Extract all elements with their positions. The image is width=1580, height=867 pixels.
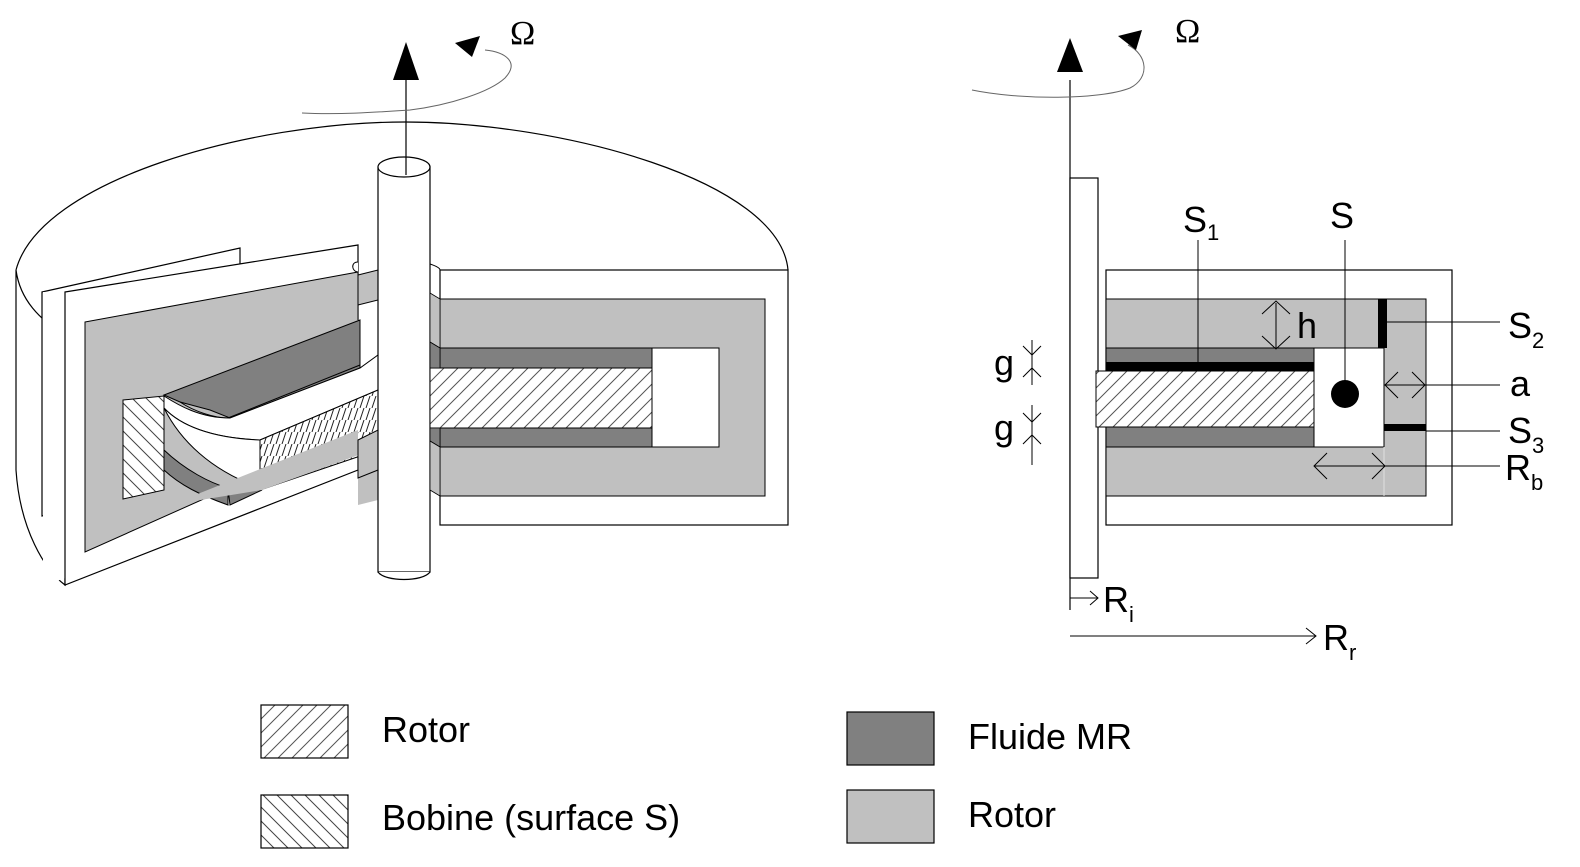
legend-swatch-fill-light: [846, 789, 935, 844]
label-a: a: [1510, 363, 1531, 404]
rotor-disk: [1095, 370, 1315, 428]
legend-item-rotor-light: Rotor: [846, 789, 1056, 844]
axis-arrowhead-right-icon: [1057, 38, 1083, 72]
legend-item-bobine: Bobine (surface S): [260, 794, 680, 849]
left-figure: Ω: [15, 15, 789, 587]
fluid-bottom: [1105, 426, 1315, 448]
left-rotor-light-lower: [170, 430, 378, 505]
axis-arrowhead-icon: [393, 42, 419, 80]
left-right-section: [429, 263, 789, 526]
rotation-arc-right: [971, 44, 1145, 98]
right-figure: Ω h S1 S S2: [971, 13, 1544, 665]
legend-swatch-hatch-forward: [260, 704, 349, 759]
legend-item-fluide: Fluide MR: [846, 711, 1132, 766]
shaft-section: [1069, 177, 1099, 579]
S3-bar: [1384, 424, 1426, 431]
fluid-top: [1105, 347, 1315, 364]
omega-label-right: Ω: [1175, 13, 1200, 50]
label-h: h: [1297, 305, 1317, 346]
omega-label-left: Ω: [510, 15, 535, 52]
label-g-bottom: g: [994, 407, 1014, 448]
legend: Rotor Bobine (surface S) Fluide MR Rotor: [260, 704, 1132, 849]
label-S3: S3: [1508, 410, 1544, 458]
fluid-S1-line: [1106, 362, 1314, 371]
legend-label: Fluide MR: [968, 716, 1132, 757]
shaft-top: [377, 156, 431, 178]
label-S: S: [1330, 195, 1354, 236]
legend-item-rotor-hatch: Rotor: [260, 704, 470, 759]
label-Rr: Rr: [1323, 617, 1356, 665]
rotation-arrowhead-icon: [455, 36, 480, 57]
label-S1: S1: [1183, 199, 1219, 245]
legend-swatch-hatch-backward: [260, 794, 349, 849]
legend-swatch-fill-dark: [846, 711, 935, 766]
cylinder-top-outline: [15, 121, 789, 271]
shaft: [377, 166, 431, 573]
S2-bar: [1378, 299, 1387, 348]
label-Ri: Ri: [1103, 579, 1134, 627]
label-S2: S2: [1508, 305, 1544, 353]
legend-label: Rotor: [968, 794, 1056, 835]
left-coil-section: [122, 395, 165, 500]
label-Rb: Rb: [1505, 447, 1543, 495]
legend-label: Bobine (surface S): [382, 797, 680, 838]
label-g-top: g: [994, 342, 1014, 383]
rotation-arc: [301, 49, 512, 115]
legend-label: Rotor: [382, 709, 470, 750]
rotation-arrowhead-right-icon: [1118, 30, 1142, 50]
